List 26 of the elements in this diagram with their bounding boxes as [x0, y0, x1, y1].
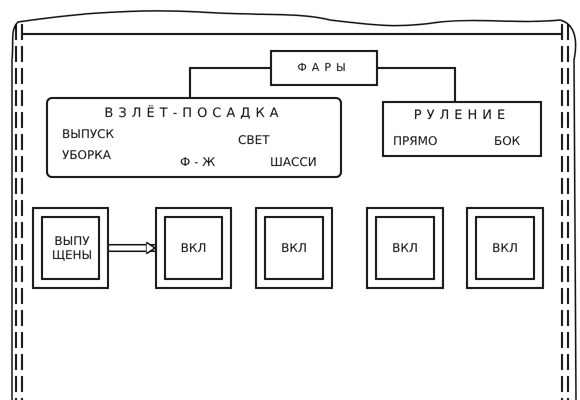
mode-panel	[382, 101, 542, 157]
switch-button	[466, 207, 544, 289]
mode-panel	[46, 97, 342, 178]
switch-label: ВЫПУ ЩЕНЫ	[50, 234, 94, 262]
panel-label: РУЛЕНИЕ	[414, 109, 510, 123]
switch-button	[155, 207, 232, 289]
switch-button	[32, 207, 109, 289]
panel-label: ПРЯМО	[393, 134, 438, 148]
heading-label: ФАРЫ	[297, 61, 351, 75]
heading-box	[270, 50, 378, 86]
switch-button	[366, 207, 444, 289]
panel-label: ШАССИ	[270, 155, 317, 169]
panel-label: УБОРКА	[62, 148, 111, 162]
switch-button	[255, 207, 333, 289]
panel-label: СВЕТ	[238, 133, 270, 147]
panel-label: БОК	[494, 134, 520, 148]
connector-line	[189, 67, 270, 97]
block-arrow	[109, 241, 156, 255]
switch-label: ВКЛ	[391, 241, 419, 255]
switch-label: ВКЛ	[491, 241, 519, 255]
panel-label: ВЫПУСК	[62, 127, 114, 141]
panel-label: ВЗЛЁТ-ПОСАДКА	[104, 107, 284, 121]
switch-label: ВКЛ	[280, 241, 308, 255]
switch-label: ВКЛ	[180, 241, 208, 255]
connector-line	[378, 67, 456, 101]
panel-label: Ф - Ж	[180, 155, 216, 169]
